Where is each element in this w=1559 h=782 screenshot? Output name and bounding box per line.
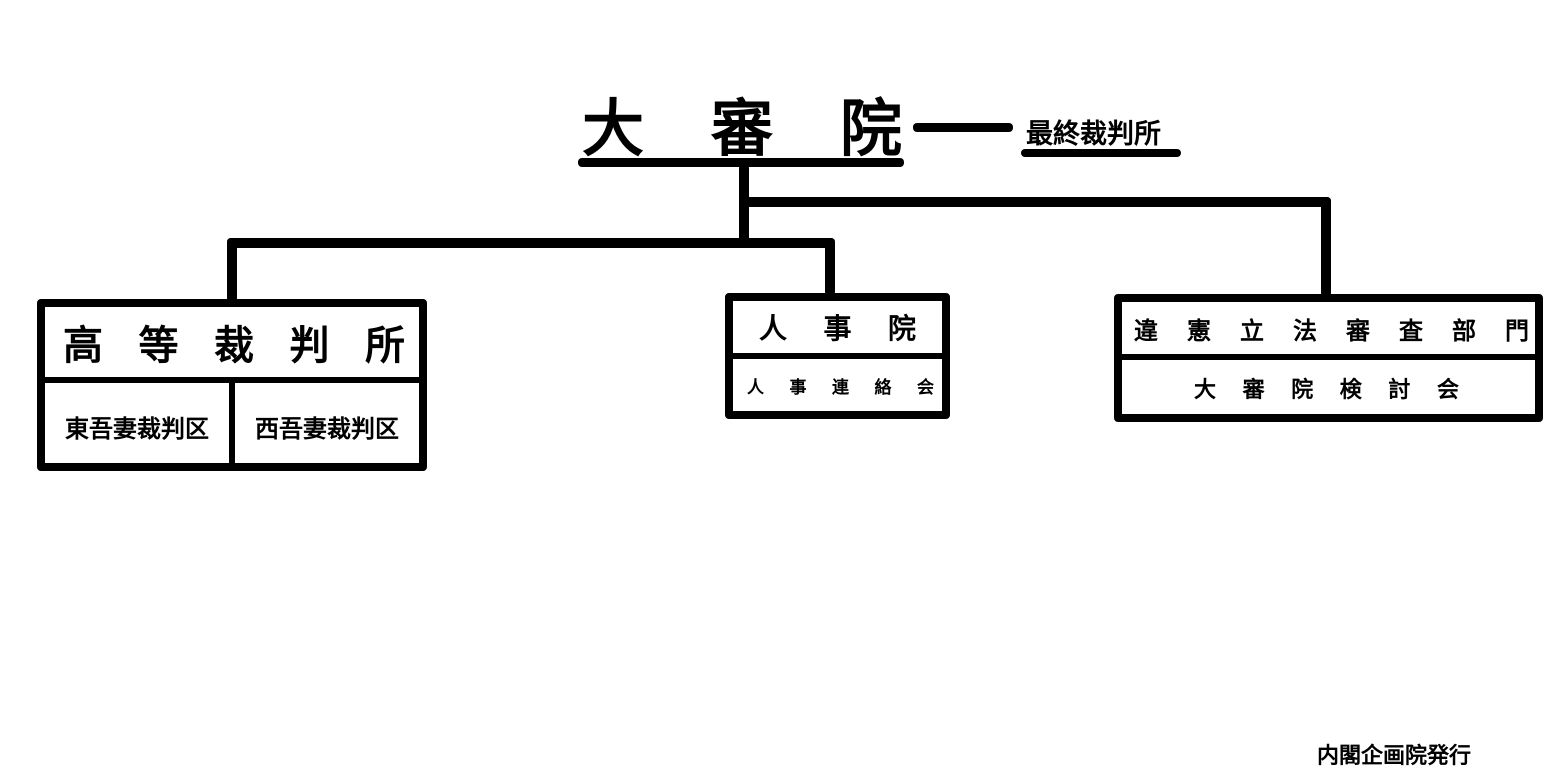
constitutional-title-char: 法 <box>1293 316 1317 345</box>
personnel-sub-char: 会 <box>917 377 934 398</box>
constitutional-sub-char: 討 <box>1388 378 1411 403</box>
constitutional-sub-char: 会 <box>1436 378 1459 403</box>
role-label-underline <box>1021 149 1181 157</box>
supreme-court-title-char: 大 <box>582 92 645 165</box>
personnel-sub-char: 人 <box>747 377 764 398</box>
supreme-court-role-label: 最終裁判所 <box>1026 119 1161 150</box>
district-west: 西吾妻裁判区 <box>255 414 399 443</box>
constitutional-title-char: 審 <box>1346 316 1370 345</box>
personnel-title-char: 人 <box>759 312 788 345</box>
personnel-box: 人 事 院 人 事 連 絡 会 <box>725 293 950 419</box>
constitutional-title-char: 査 <box>1399 316 1423 345</box>
connector-left-drop <box>227 238 237 302</box>
supreme-court-underline <box>578 158 904 167</box>
high-court-title: 高 等 裁 判 所 <box>45 307 419 377</box>
constitutional-review-title: 違 憲 立 法 審 査 部 門 <box>1122 302 1535 354</box>
high-court-title-char: 判 <box>289 323 330 369</box>
constitutional-sub-char: 審 <box>1242 378 1265 403</box>
high-court-title-char: 等 <box>138 323 179 369</box>
supreme-court-title-char: 審 <box>710 92 773 165</box>
connector-right-drop <box>1321 197 1331 297</box>
constitutional-sub-char: 大 <box>1194 378 1217 403</box>
personnel-sub: 人 事 連 絡 会 <box>733 353 942 411</box>
supreme-court-title-char: 院 <box>839 92 902 165</box>
high-court-title-char: 裁 <box>214 323 254 369</box>
connector-right-horizontal <box>739 197 1331 207</box>
high-court-box: 高 等 裁 判 所 東吾妻裁判区 西吾妻裁判区 <box>37 299 427 471</box>
constitutional-title-char: 違 <box>1134 316 1158 345</box>
constitutional-review-sub: 大 審 院 検 討 会 <box>1122 354 1535 416</box>
personnel-title-char: 事 <box>823 312 852 345</box>
personnel-sub-char: 絡 <box>874 377 892 398</box>
constitutional-sub-char: 院 <box>1291 378 1314 403</box>
personnel-title-char: 院 <box>887 312 916 345</box>
personnel-sub-char: 連 <box>832 377 849 398</box>
connector-left-horizontal <box>227 238 835 248</box>
constitutional-sub-char: 検 <box>1339 378 1362 403</box>
constitutional-review-box: 違 憲 立 法 審 査 部 門 大 審 院 検 討 会 <box>1114 294 1543 422</box>
personnel-title: 人 事 院 <box>733 301 942 353</box>
constitutional-title-char: 立 <box>1240 316 1264 345</box>
high-court-title-char: 高 <box>63 323 103 369</box>
role-connector-dash <box>913 123 1013 132</box>
constitutional-title-char: 門 <box>1505 316 1529 345</box>
district-east: 東吾妻裁判区 <box>45 383 235 469</box>
connector-mid-drop <box>825 238 835 296</box>
constitutional-title-char: 部 <box>1452 316 1476 345</box>
constitutional-title-char: 憲 <box>1187 316 1211 345</box>
publisher-credit: 内閣企画院発行 <box>1317 744 1472 769</box>
high-court-districts: 東吾妻裁判区 西吾妻裁判区 <box>45 377 419 469</box>
personnel-sub-char: 事 <box>789 377 807 398</box>
supreme-court-title: 大 審 院 <box>582 88 902 165</box>
high-court-title-char: 所 <box>365 323 405 369</box>
